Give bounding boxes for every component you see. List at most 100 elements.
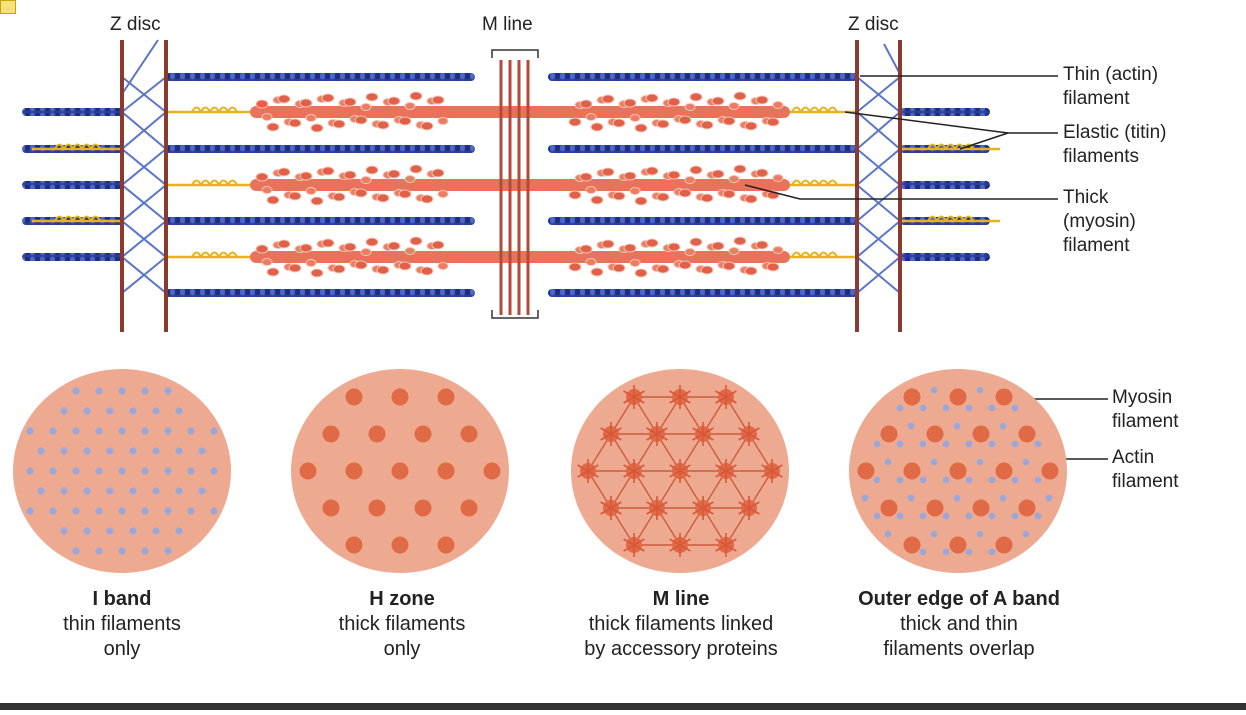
actin-dot [60,527,68,535]
myosin-head [261,186,273,194]
actin-dot [37,487,45,495]
myosin-head [623,171,637,181]
myosin-spike [679,390,691,398]
myosin-head [321,238,335,248]
caption-title: Outer edge of A band [858,588,1060,610]
myosin-head [266,267,280,277]
actin-dot [175,407,183,415]
myosin-spike [715,390,727,398]
actin-dot [72,547,80,555]
myosin-head [722,261,736,271]
myosin-head [568,190,582,200]
actin-filament [22,108,123,116]
actin-dot [129,407,137,415]
myosin-spike [577,470,589,478]
myosin-spike [692,427,704,435]
caption-h-zone: H zone thick filaments only [252,587,552,662]
thin-filament-label-1: Thin (actin) [1063,64,1159,85]
myosin-spike [669,464,681,472]
caption-title: H zone [369,588,435,610]
myosin-spike [748,507,760,515]
actin-dot [95,467,103,475]
myosin-dot [1018,425,1036,443]
myosin-head [579,244,593,254]
thick-filament-leader [744,184,1058,200]
myosin-head [634,196,648,206]
myosin-head [755,95,769,105]
myosin-head [376,193,390,203]
actin-dot [861,494,869,502]
myosin-head [585,186,597,194]
actin-dot [49,427,57,435]
myosin-head [404,247,416,255]
actin-dot [152,487,160,495]
actin-dot [95,427,103,435]
myosin-spike [646,427,658,435]
myosin-dot [926,425,944,443]
actin-dot [919,404,927,412]
m-line-bar [517,60,521,315]
z-disc-bar [855,40,859,332]
bottom-bar [0,703,1246,710]
myosin-head [404,175,416,183]
actin-dot [198,447,206,455]
actin-dot [83,447,91,455]
myosin-head [277,167,291,177]
myosin-spike [738,501,750,509]
actin-dot [988,404,996,412]
actin-dot [942,548,950,556]
z-disc-link [121,39,159,95]
actin-filament [548,289,858,297]
myosin-head [409,91,423,101]
myosin-spike [715,470,727,478]
actin-dot [210,467,218,475]
actin-dot [118,547,126,555]
z-disc-link [121,76,167,113]
myosin-dot [483,462,501,480]
z-disc-link [856,220,901,258]
myosin-spike [623,464,635,472]
myosin-spike [748,501,760,509]
myosin-head [266,195,280,205]
myosin-dot [368,499,386,517]
myosin-head [766,117,780,127]
actin-dot [72,467,80,475]
myosin-dot [391,536,409,554]
actin-dot [106,447,114,455]
myosin-head [354,188,368,198]
elastic-filament-label-1: Elastic (titin) [1063,122,1167,143]
myosin-spike [600,427,612,435]
m-line-top-label: M line [482,14,533,35]
myosin-head [365,237,379,247]
myosin-dot [949,462,967,480]
myosin-head [733,91,747,101]
actin-dot [152,447,160,455]
actin-label-1: Actin [1112,447,1155,468]
actin-dot [988,548,996,556]
myosin-head [623,243,637,253]
myosin-dot [995,462,1013,480]
myosin-spike [646,501,658,509]
myosin-head [656,264,670,274]
actin-dot [152,407,160,415]
myosin-head [579,99,593,109]
z-disc-bar [164,40,168,332]
actin-dot [1034,440,1042,448]
actin-dot [896,476,904,484]
myosin-spike [679,396,691,404]
myosin-spike [633,544,645,552]
myosin-head [601,239,615,249]
myosin-head [634,268,648,278]
m-line-bar [499,60,503,315]
actin-dot [919,476,927,484]
myosin-head [623,98,637,108]
myosin-head [590,267,604,277]
myosin-head [728,247,740,255]
myosin-head [343,242,357,252]
myosin-head [431,168,445,178]
myosin-spike [748,433,760,441]
m-line-bracket-bottom [491,310,539,319]
myosin-spike [771,464,783,472]
